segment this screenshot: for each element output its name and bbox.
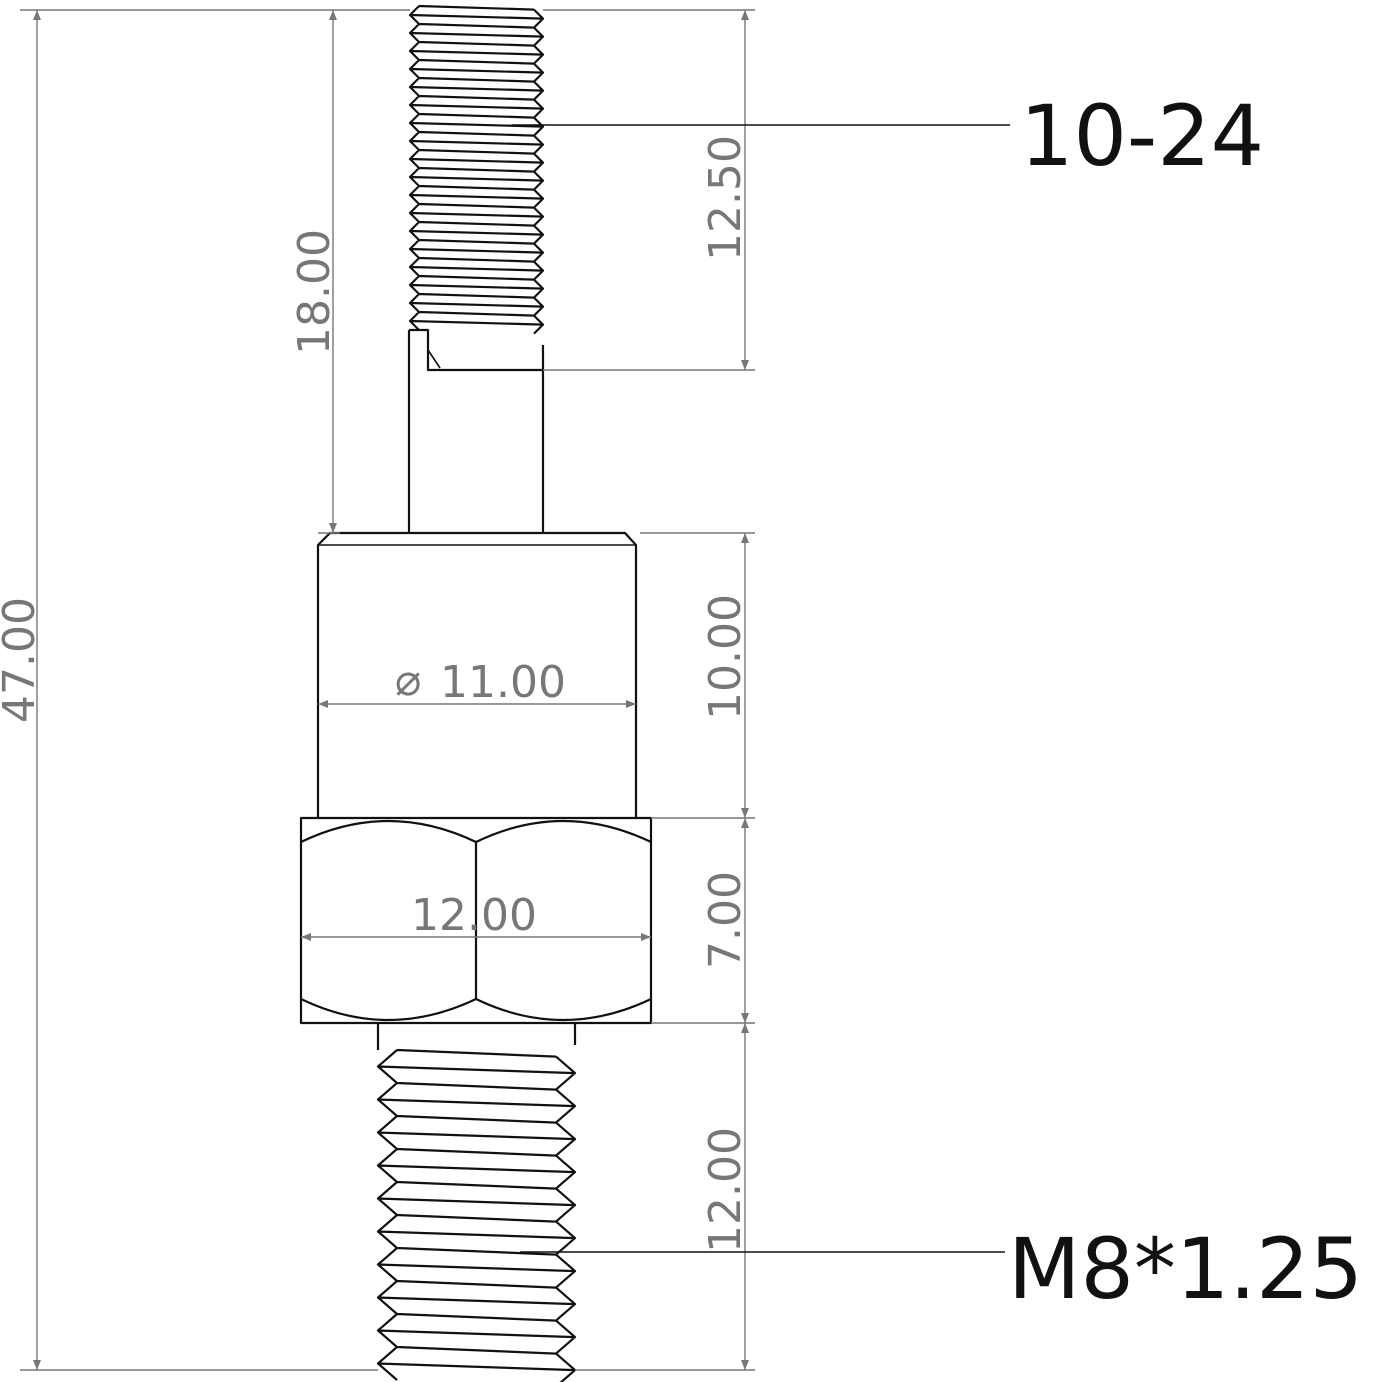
shank bbox=[407, 328, 545, 532]
dim-hex-width: 12.00 bbox=[411, 890, 537, 941]
arrowhead bbox=[641, 933, 651, 941]
bottom-thread-m8 bbox=[376, 1048, 577, 1382]
dimension-arrows bbox=[33, 10, 749, 1370]
dimension-lines bbox=[20, 9, 1010, 1371]
dim-collar-diameter: 11.00 bbox=[440, 657, 566, 708]
top-thread-10-24 bbox=[408, 4, 545, 335]
arrowhead bbox=[741, 818, 749, 828]
callout-top-thread: 10-24 bbox=[1020, 87, 1264, 185]
arrowhead bbox=[741, 1013, 749, 1023]
dim-top-thread-length: 12.50 bbox=[700, 135, 751, 261]
arrowhead bbox=[741, 1023, 749, 1033]
callout-bottom-thread: M8*1.25 bbox=[1008, 1220, 1363, 1318]
diameter-symbol: ⌀ bbox=[395, 655, 422, 706]
arrowhead bbox=[33, 10, 41, 20]
dim-overall-length: 47.00 bbox=[0, 597, 45, 723]
collar bbox=[316, 531, 638, 818]
dim-top-stud-length: 18.00 bbox=[289, 229, 340, 355]
arrowhead bbox=[741, 808, 749, 818]
arrowhead bbox=[329, 10, 337, 20]
arrowhead bbox=[33, 1360, 41, 1370]
arrowhead bbox=[741, 360, 749, 370]
arrowhead bbox=[741, 533, 749, 543]
arrowhead bbox=[329, 523, 337, 533]
thread-profile bbox=[408, 4, 545, 335]
hex-nut bbox=[299, 816, 653, 1025]
dim-collar-height: 10.00 bbox=[700, 594, 751, 720]
arrowhead bbox=[626, 700, 636, 708]
arrowhead bbox=[741, 1360, 749, 1370]
arrowhead bbox=[301, 933, 311, 941]
dim-bottom-thread-length: 12.00 bbox=[700, 1127, 751, 1253]
thread-profile bbox=[376, 1048, 577, 1382]
arrowhead bbox=[741, 10, 749, 20]
dim-hex-height: 7.00 bbox=[700, 871, 751, 969]
arrowhead bbox=[318, 700, 328, 708]
bottom-neck bbox=[376, 1023, 577, 1050]
